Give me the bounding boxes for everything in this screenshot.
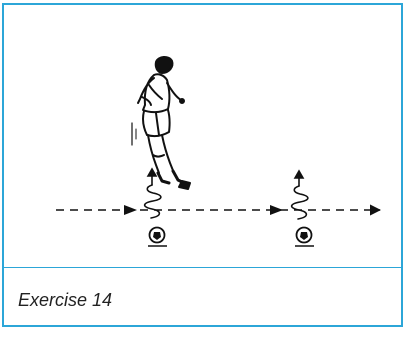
- dashed-line-arrow: [56, 205, 380, 215]
- exercise-caption: Exercise 14: [18, 290, 112, 311]
- exercise-diagram: [4, 5, 405, 329]
- spring-jump-marker-2: [292, 171, 308, 219]
- jumping-player: [132, 57, 190, 189]
- ball-1: [148, 228, 167, 247]
- ball-2: [295, 228, 314, 247]
- exercise-card: [2, 3, 403, 327]
- caption-divider: [2, 267, 402, 268]
